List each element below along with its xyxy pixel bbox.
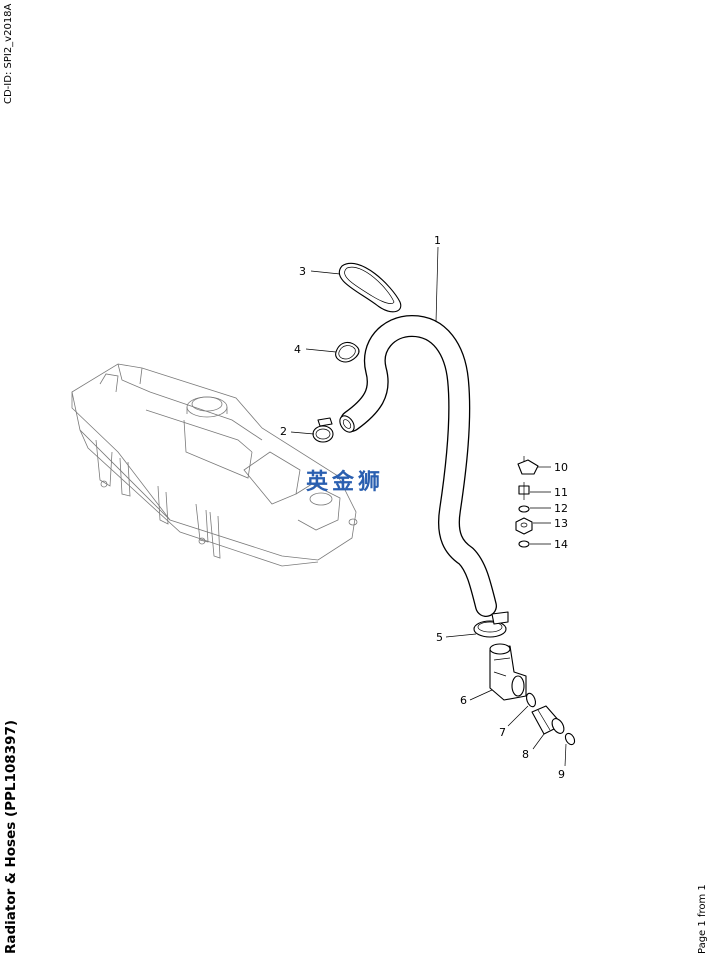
o-ring-part-4: [335, 341, 360, 363]
belt-part-3: [338, 263, 402, 313]
watermark: 英金狮: [306, 470, 385, 495]
leader-lines: [290, 246, 567, 767]
callout-3: 3: [299, 265, 306, 278]
callout-8: 8: [522, 748, 529, 761]
hose-part-1: [339, 315, 497, 617]
callout-11: 11: [554, 486, 568, 499]
callout-12: 12: [554, 502, 568, 515]
callout-2: 2: [280, 425, 287, 438]
callout-1: 1: [434, 234, 441, 247]
hose-clamp-part-2: [312, 417, 334, 443]
callout-7: 7: [499, 726, 506, 739]
callout-4: 4: [294, 343, 301, 356]
washer-part-12: [518, 505, 530, 513]
callout-6: 6: [460, 694, 467, 707]
adapter-part-8: [531, 705, 565, 735]
callout-14: 14: [554, 538, 568, 551]
callout-5: 5: [436, 631, 443, 644]
callout-10: 10: [554, 461, 568, 474]
bolt-part-11: [518, 482, 530, 500]
nut-part-13: [515, 517, 533, 535]
callout-9: 9: [558, 768, 565, 781]
o-ring-part-9: [564, 732, 576, 746]
washer-part-14: [518, 540, 530, 548]
callout-13: 13: [554, 517, 568, 530]
hose-clamp-part-5: [473, 611, 509, 638]
elbow-fitting-part-6: [489, 643, 527, 701]
fitting-part-10: [517, 456, 539, 475]
expansion-tank-drawing: [71, 363, 358, 567]
o-ring-part-7: [525, 692, 537, 708]
